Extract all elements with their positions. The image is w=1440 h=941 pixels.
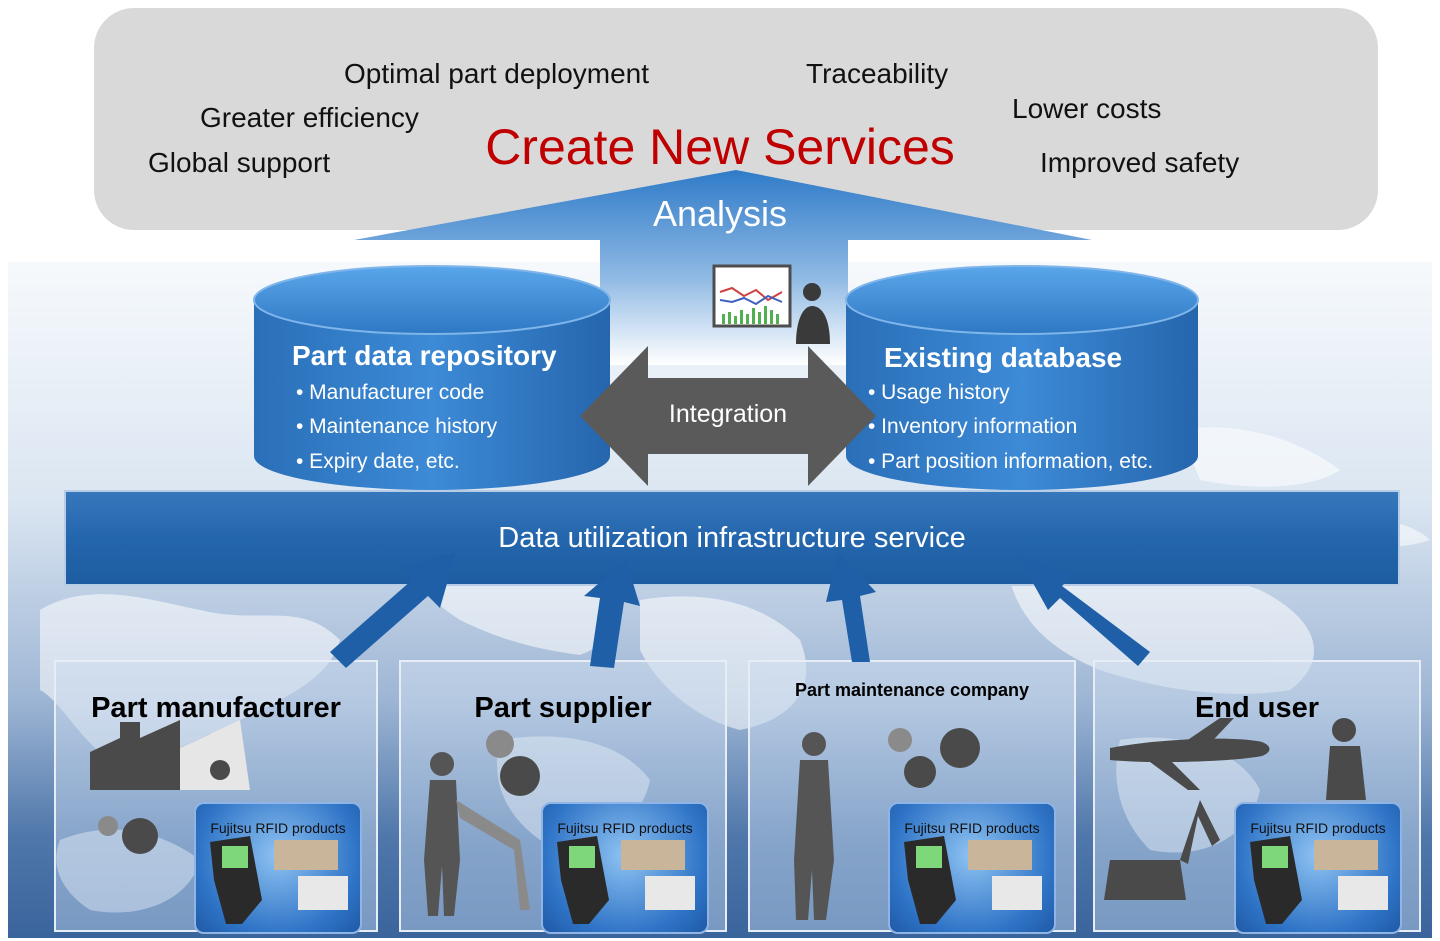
integration-label: Integration: [668, 400, 788, 428]
infrastructure-label: Data utilization infrastructure service: [498, 522, 966, 554]
part-data-repository-cylinder: [253, 265, 611, 490]
excavator-icon: [1104, 800, 1220, 900]
analyst-monitor-icon: [712, 264, 830, 344]
maintenance-worker-icon: [794, 732, 834, 920]
repository-item: • Expiry date, etc.: [296, 450, 460, 473]
flow-arrow-maintenance: [826, 552, 876, 662]
rfid-products-label: Fujitsu RFID products: [557, 820, 693, 836]
existing-database-item: • Usage history: [868, 381, 1010, 404]
rfid-products-label: Fujitsu RFID products: [210, 820, 346, 836]
benefit-traceability: Traceability: [806, 58, 949, 89]
worker-silhouette-icon: [424, 752, 530, 916]
benefit-lower-costs: Lower costs: [1012, 93, 1162, 124]
airplane-icon: [1110, 718, 1270, 790]
stakeholder-title: End user: [1194, 692, 1320, 724]
repository-item: • Manufacturer code: [296, 381, 485, 404]
gear-icon: [888, 728, 980, 788]
existing-database-cylinder: [845, 265, 1199, 490]
handheld-reader-icon: [1250, 836, 1388, 924]
stakeholder-title: Part maintenance company: [794, 680, 1030, 700]
analysis-label: Analysis: [652, 193, 788, 234]
handheld-reader-icon: [557, 836, 695, 924]
integration-arrow: [580, 346, 876, 486]
stakeholder-title: Part manufacturer: [91, 692, 341, 724]
handheld-reader-icon: [210, 836, 348, 924]
flow-arrow-supplier: [584, 560, 640, 668]
repository-title: Part data repository: [292, 340, 557, 371]
existing-database-item: • Inventory information: [868, 415, 1078, 438]
benefit-optimal-part-deployment: Optimal part deployment: [344, 58, 650, 89]
stakeholder-title: Part supplier: [474, 692, 652, 724]
rfid-products-label: Fujitsu RFID products: [904, 820, 1040, 836]
benefit-global-support: Global support: [148, 147, 331, 178]
benefit-improved-safety: Improved safety: [1040, 147, 1240, 178]
benefit-greater-efficiency: Greater efficiency: [200, 102, 419, 133]
factory-outline: [180, 720, 250, 790]
repository-item: • Maintenance history: [296, 415, 498, 438]
create-new-services-headline: Create New Services: [485, 119, 955, 175]
gear-icon: [98, 760, 230, 854]
rfid-products-label: Fujitsu RFID products: [1250, 820, 1386, 836]
gear-icon: [486, 730, 540, 796]
handheld-reader-icon: [904, 836, 1042, 924]
infrastructure-bar: [64, 490, 1400, 586]
existing-database-item: • Part position information, etc.: [868, 450, 1154, 473]
flow-arrow-manufacturer: [330, 552, 456, 668]
flow-arrow-end-user: [1018, 556, 1150, 666]
existing-database-title: Existing database: [884, 342, 1123, 373]
end-user-worker-icon: [1326, 718, 1366, 800]
